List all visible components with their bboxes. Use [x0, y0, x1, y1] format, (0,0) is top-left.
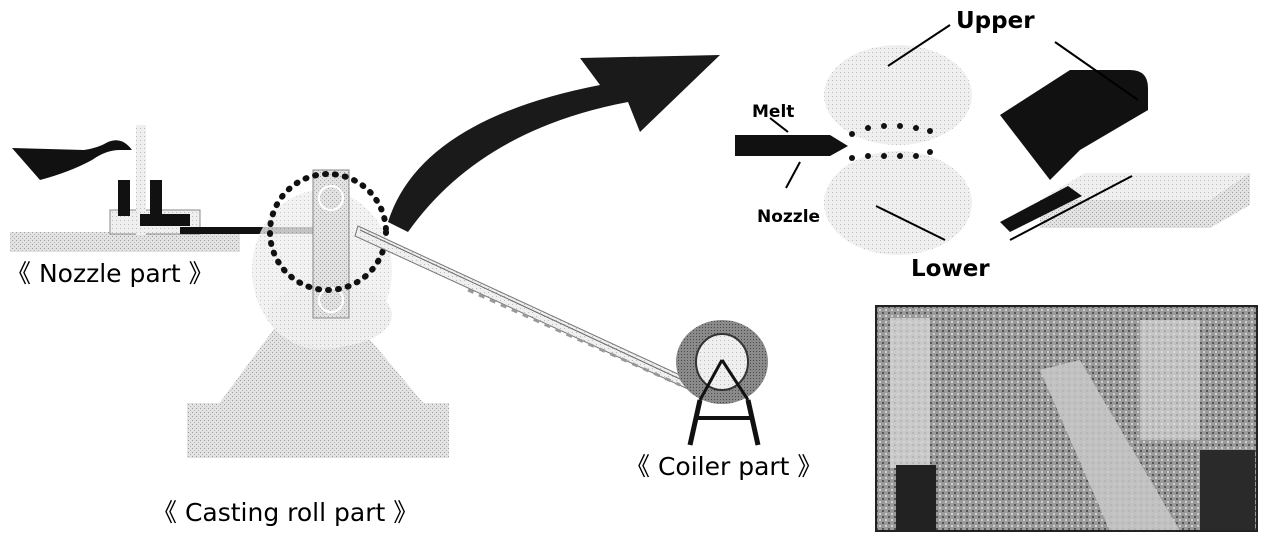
plant-photo — [876, 306, 1257, 531]
upper-block — [1000, 70, 1148, 180]
ladle-shape — [12, 140, 132, 180]
coiler-part-label: 《 Coiler part 》 — [625, 452, 822, 481]
tundish-block-right — [150, 180, 162, 216]
lower-label: Lower — [911, 256, 990, 282]
curved-arrow — [388, 55, 720, 232]
upper-label: Upper — [956, 8, 1035, 34]
melt-nozzle-body — [735, 135, 848, 156]
cast-strip — [355, 226, 695, 390]
coiler-leg-right — [748, 400, 758, 445]
tundish-base — [10, 232, 240, 252]
lower-roll — [824, 151, 972, 255]
casting-roll-part-label: 《 Casting roll part 》 — [152, 498, 418, 527]
roll-block-3d — [1000, 42, 1250, 240]
tundish-block-left — [118, 180, 130, 216]
coiler-leg-left — [690, 400, 700, 445]
coiler-assembly — [676, 320, 768, 445]
nozzle-pointer — [786, 162, 800, 188]
nozzle-block — [140, 214, 190, 226]
nozzle-part-label: 《 Nozzle part 》 — [6, 259, 214, 288]
nozzle-label: Nozzle — [757, 207, 820, 227]
roll-stand-base — [187, 403, 449, 458]
roll-column — [313, 170, 349, 318]
melt-label: Melt — [752, 102, 794, 122]
